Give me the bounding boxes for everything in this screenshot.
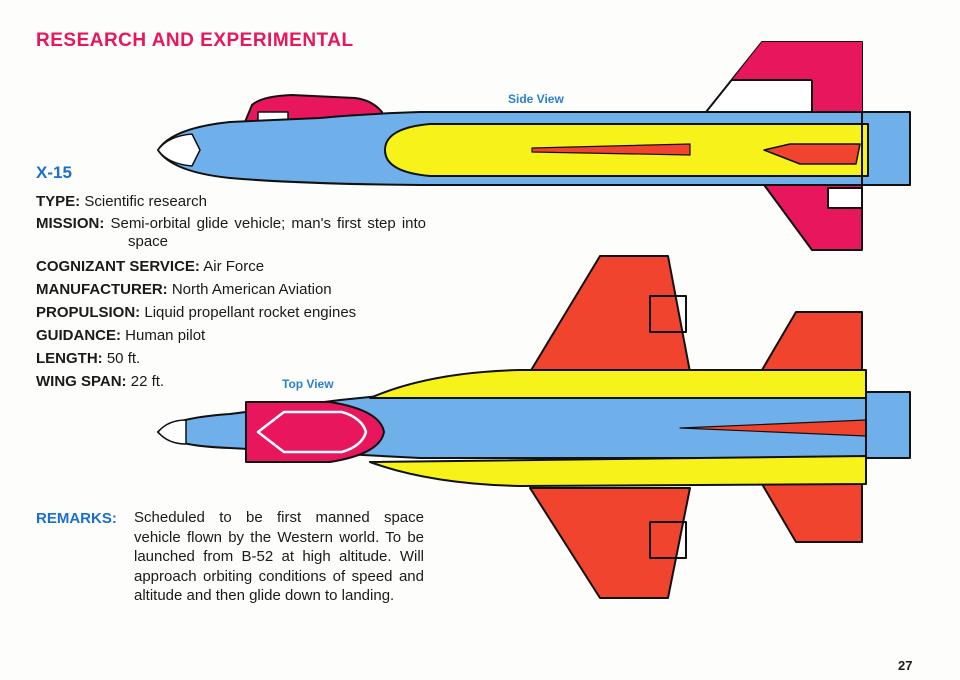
spec-key: LENGTH: <box>36 350 103 367</box>
page-number: 27 <box>898 658 913 673</box>
top-tail-upper <box>761 311 863 371</box>
spec-row-guidance: GUIDANCE: Human pilot <box>36 324 426 347</box>
spec-row-length: LENGTH: 50 ft. <box>36 347 426 370</box>
spec-row-wing-span: WING SPAN: 22 ft. <box>36 370 426 393</box>
spec-value: Semi-orbital glide vehicle; man's first … <box>110 215 426 250</box>
top-yellow-fairing-lower <box>369 455 867 487</box>
top-canopy-window <box>256 410 368 454</box>
spec-row-cognizant-service: COGNIZANT SERVICE: Air Force <box>36 255 426 278</box>
spec-key: WING SPAN: <box>36 373 127 390</box>
top-view-label: Top View <box>282 377 334 391</box>
top-nose-tip <box>157 419 187 445</box>
side-view-drawing <box>157 41 911 251</box>
top-view-drawing <box>157 255 911 599</box>
spec-value: Liquid propellant rocket engines <box>144 304 357 321</box>
side-nose-tip <box>157 133 201 167</box>
top-tail-lower <box>761 483 863 543</box>
side-view-label: Side View <box>508 92 564 106</box>
spec-value: Human pilot <box>125 327 206 344</box>
spec-key: MISSION: <box>36 215 105 232</box>
top-main-wing-upper <box>529 255 691 373</box>
spec-value: 22 ft. <box>130 373 165 390</box>
top-yellow-fairing-upper <box>369 369 867 399</box>
top-main-wing-lower <box>529 487 691 599</box>
spec-key: MANUFACTURER: <box>36 281 168 298</box>
section-heading: RESEARCH AND EXPERIMENTAL <box>36 30 354 51</box>
spec-key: GUIDANCE: <box>36 327 121 344</box>
spec-row-mission: MISSION: Semi-orbital glide vehicle; man… <box>36 215 426 251</box>
spec-row-propulsion: PROPULSION: Liquid propellant rocket eng… <box>36 301 426 324</box>
spec-key: PROPULSION: <box>36 304 141 321</box>
spec-row-type: TYPE: Scientific research <box>36 190 426 213</box>
remarks-label: REMARKS: <box>36 510 117 527</box>
spec-value: North American Aviation <box>171 281 332 298</box>
side-red-wedge <box>763 143 861 165</box>
spec-value: Scientific research <box>84 193 207 210</box>
spec-value: 50 ft. <box>106 350 141 367</box>
spec-list: TYPE: Scientific research MISSION: Semi-… <box>36 190 426 393</box>
spec-value: Air Force <box>203 258 265 275</box>
side-red-line <box>531 143 691 156</box>
spec-key: TYPE: <box>36 193 81 210</box>
remarks-text: Scheduled to be first manned space vehic… <box>134 509 424 604</box>
spec-key: COGNIZANT SERVICE: <box>36 258 200 275</box>
aircraft-name: X-15 <box>36 163 72 182</box>
spec-row-manufacturer: MANUFACTURER: North American Aviation <box>36 278 426 301</box>
